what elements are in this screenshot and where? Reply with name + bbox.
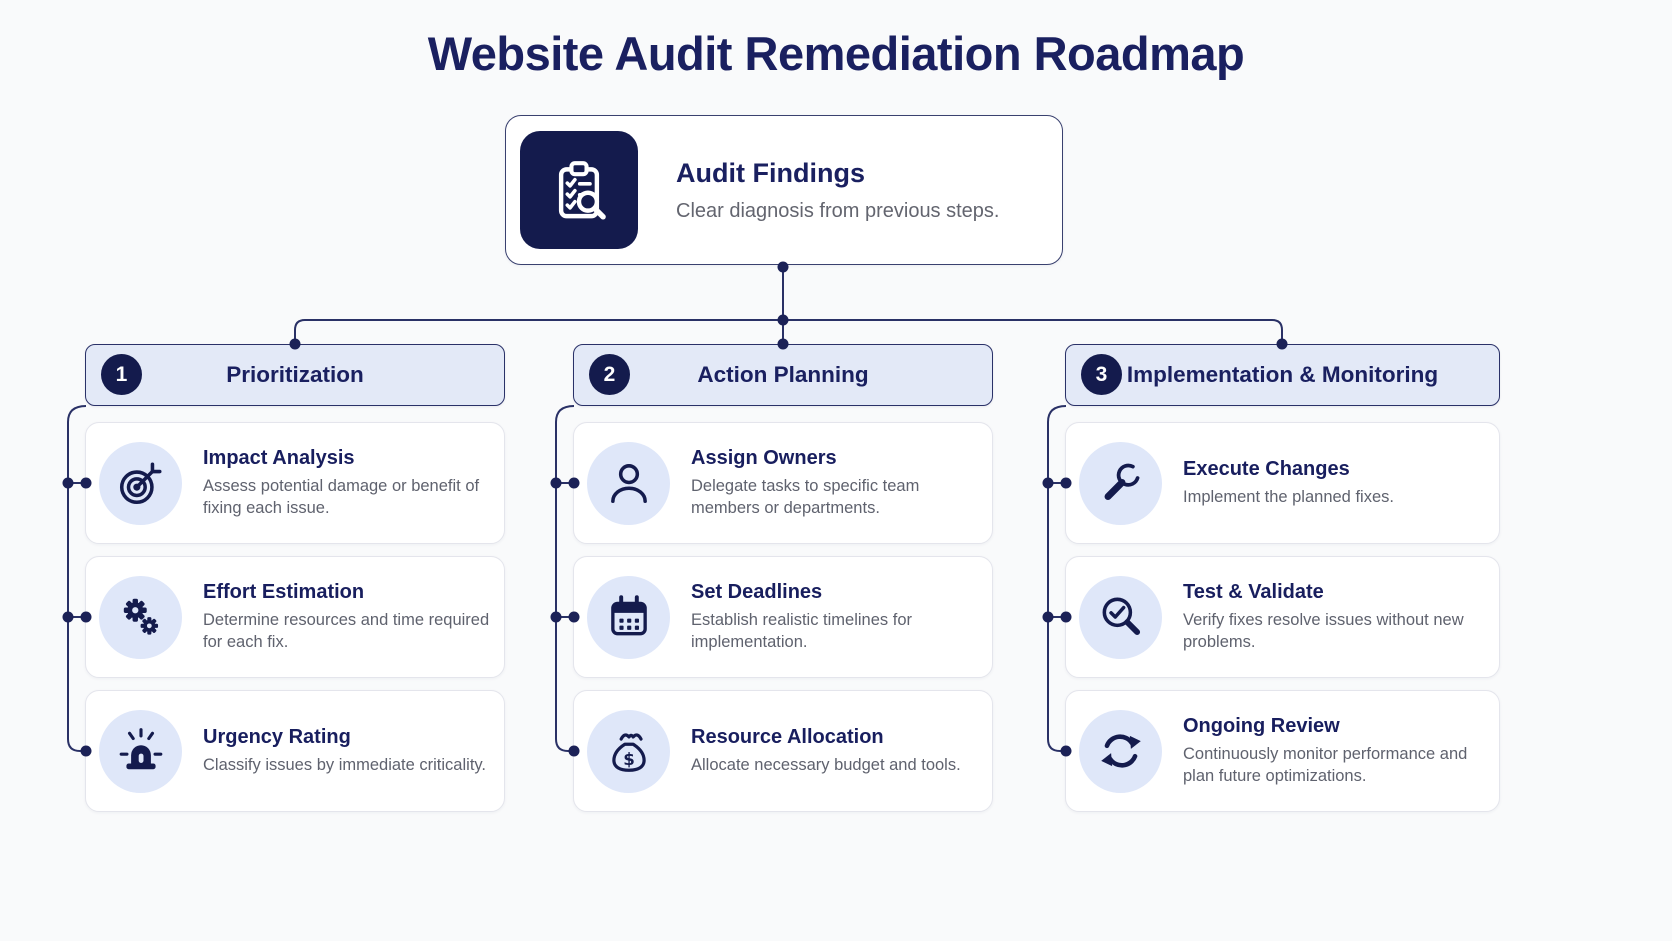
- magnifier-check-icon: [1079, 575, 1162, 659]
- card-title: Effort Estimation: [203, 580, 365, 603]
- card-title: Urgency Rating: [203, 725, 351, 748]
- card-description: Delegate tasks to specific team members …: [691, 476, 920, 517]
- column-2-title: Action Planning: [697, 362, 869, 387]
- card-title: Execute Changes: [1183, 457, 1350, 480]
- person-icon: [587, 441, 670, 525]
- step-number-badge: 1: [101, 354, 142, 395]
- column-1-header: 1 Prioritization: [85, 344, 505, 406]
- money-bag-icon: $: [587, 709, 670, 793]
- step-number-badge: 3: [1081, 354, 1122, 395]
- calendar-icon: [587, 575, 670, 659]
- card-ongoing-review: Ongoing Review Continuously monitor perf…: [1065, 690, 1500, 812]
- audit-title: Audit Findings: [676, 157, 865, 188]
- card-description: Allocate necessary budget and tools.: [691, 755, 961, 774]
- audit-findings-box: Audit Findings Clear diagnosis from prev…: [505, 115, 1063, 265]
- card-description: Verify fixes resolve issues without new …: [1183, 610, 1464, 651]
- card-description: Establish realistic timelines for implem…: [691, 610, 912, 651]
- step-number-badge: 2: [589, 354, 630, 395]
- column-2-header: 2 Action Planning: [573, 344, 993, 406]
- svg-text:$: $: [623, 750, 635, 769]
- card-execute-changes: Execute Changes Implement the planned fi…: [1065, 422, 1500, 544]
- card-description: Assess potential damage or benefit of fi…: [203, 476, 480, 517]
- card-assign-owners: Assign Owners Delegate tasks to specific…: [573, 422, 993, 544]
- column-3-header: 3 Implementation & Monitoring: [1065, 344, 1500, 406]
- column-implementation-monitoring: 3 Implementation & Monitoring Execute Ch…: [1065, 344, 1500, 814]
- card-description: Implement the planned fixes.: [1183, 487, 1394, 506]
- card-resource-allocation: $ Resource Allocation Allocate necessary…: [573, 690, 993, 812]
- gears-icon: [99, 575, 182, 659]
- target-icon: [99, 441, 182, 525]
- clipboard-audit-icon: [520, 131, 638, 249]
- card-set-deadlines: Set Deadlines Establish realistic timeli…: [573, 556, 993, 678]
- card-title: Set Deadlines: [691, 580, 823, 603]
- card-title: Resource Allocation: [691, 725, 884, 748]
- card-description: Determine resources and time required fo…: [203, 610, 490, 651]
- column-action-planning: 2 Action Planning Assign Owners Delegate…: [573, 344, 993, 814]
- wrench-icon: [1079, 441, 1162, 525]
- card-urgency-rating: Urgency Rating Classify issues by immedi…: [85, 690, 505, 812]
- column-3-title: Implementation & Monitoring: [1126, 362, 1439, 387]
- column-prioritization: 1 Prioritization Impact Analysis Assess …: [85, 344, 505, 814]
- card-title: Impact Analysis: [203, 446, 355, 469]
- card-description: Continuously monitor performance and pla…: [1183, 744, 1468, 785]
- card-effort-estimation: Effort Estimation Determine resources an…: [85, 556, 505, 678]
- card-test-validate: Test & Validate Verify fixes resolve iss…: [1065, 556, 1500, 678]
- refresh-icon: [1079, 709, 1162, 793]
- card-description: Classify issues by immediate criticality…: [203, 755, 487, 774]
- card-impact-analysis: Impact Analysis Assess potential damage …: [85, 422, 505, 544]
- card-title: Assign Owners: [691, 446, 837, 469]
- card-title: Test & Validate: [1183, 580, 1324, 603]
- siren-icon: [99, 709, 182, 793]
- audit-description: Clear diagnosis from previous steps.: [676, 199, 1000, 222]
- page-title: Website Audit Remediation Roadmap: [427, 27, 1245, 80]
- column-1-title: Prioritization: [226, 362, 364, 387]
- card-title: Ongoing Review: [1183, 714, 1340, 737]
